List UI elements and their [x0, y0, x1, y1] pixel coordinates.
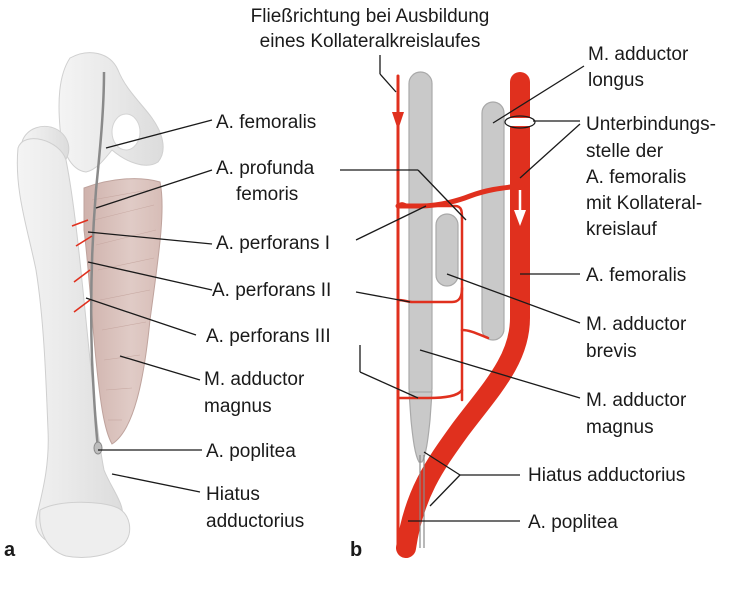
femoral-artery-a [89, 71, 106, 449]
label-b-unterbindung-1: Unterbindungs- [586, 114, 716, 135]
obturator-foramen [111, 113, 141, 151]
femoral-artery-main [396, 72, 530, 558]
panel-a-letter: a [4, 539, 16, 561]
label-b-longus-1: M. adductor [588, 44, 689, 65]
label-a-magnus-1: M. adductor [204, 369, 305, 390]
leaders-panel-b [340, 65, 585, 522]
labels-panel-a: A. femoralis A. profunda femoris A. perf… [4, 112, 331, 561]
flow-title-line1: Fließrichtung bei Ausbildung [251, 6, 490, 27]
label-b-longus-2: longus [588, 70, 644, 91]
flow-title-line2: eines Kollateralkreislaufes [260, 31, 481, 52]
popliteal-marker-a [93, 441, 103, 455]
pelvis-bone [58, 52, 164, 173]
label-a-perforans-2: A. perforans II [212, 280, 331, 301]
label-a-profunda-1: A. profunda [216, 158, 315, 179]
panel-b-letter: b [350, 539, 362, 561]
labels-panel-b: M. adductor longus Unterbindungs- stelle… [350, 44, 716, 561]
adductor-brevis-bar [435, 213, 459, 287]
label-b-magnus-1: M. adductor [586, 390, 687, 411]
flow-arrow-femoral-head [514, 210, 526, 226]
label-a-hiatus-1: Hiatus [206, 484, 260, 505]
adductor-magnus-muscle [83, 178, 163, 445]
label-a-femoralis: A. femoralis [216, 112, 316, 133]
label-b-hiatus: Hiatus adductorius [528, 465, 685, 486]
label-a-perforans-3: A. perforans III [206, 326, 331, 347]
label-a-hiatus-2: adductorius [206, 511, 304, 532]
label-b-unterbindung-2: stelle der [586, 141, 664, 162]
label-a-magnus-2: magnus [204, 396, 272, 417]
label-b-unterbindung-4: mit Kollateral- [586, 193, 702, 214]
collateral-lower-link [460, 328, 490, 340]
panel-a-illustration [16, 52, 164, 558]
label-b-poplitea: A. poplitea [528, 512, 618, 533]
label-b-unterbindung-5: kreislauf [586, 219, 657, 240]
label-b-femoralis: A. femoralis [586, 265, 686, 286]
ligation-site [504, 115, 536, 129]
adductor-magnus-taper [408, 391, 433, 463]
profunda-arrow-head [392, 112, 404, 130]
muscle-fibers [91, 189, 157, 421]
panel-b-schematic: Fließrichtung bei Ausbildung eines Kolla… [251, 6, 536, 558]
perforans-3-loop [396, 388, 464, 400]
label-a-profunda-2: femoris [236, 184, 298, 205]
knee-condyles [39, 501, 131, 558]
perforating-branches-a [71, 219, 93, 313]
label-b-magnus-2: magnus [586, 417, 654, 438]
label-a-poplitea: A. poplitea [206, 441, 296, 462]
label-b-brevis-1: M. adductor [586, 314, 687, 335]
label-a-perforans-1: A. perforans I [216, 233, 330, 254]
label-b-unterbindung-3: A. femoralis [586, 167, 686, 188]
perforans-1-loop [396, 202, 464, 220]
label-b-brevis-2: brevis [586, 341, 637, 362]
leaders-panel-a [85, 119, 213, 493]
adductor-longus-bar [481, 101, 505, 341]
